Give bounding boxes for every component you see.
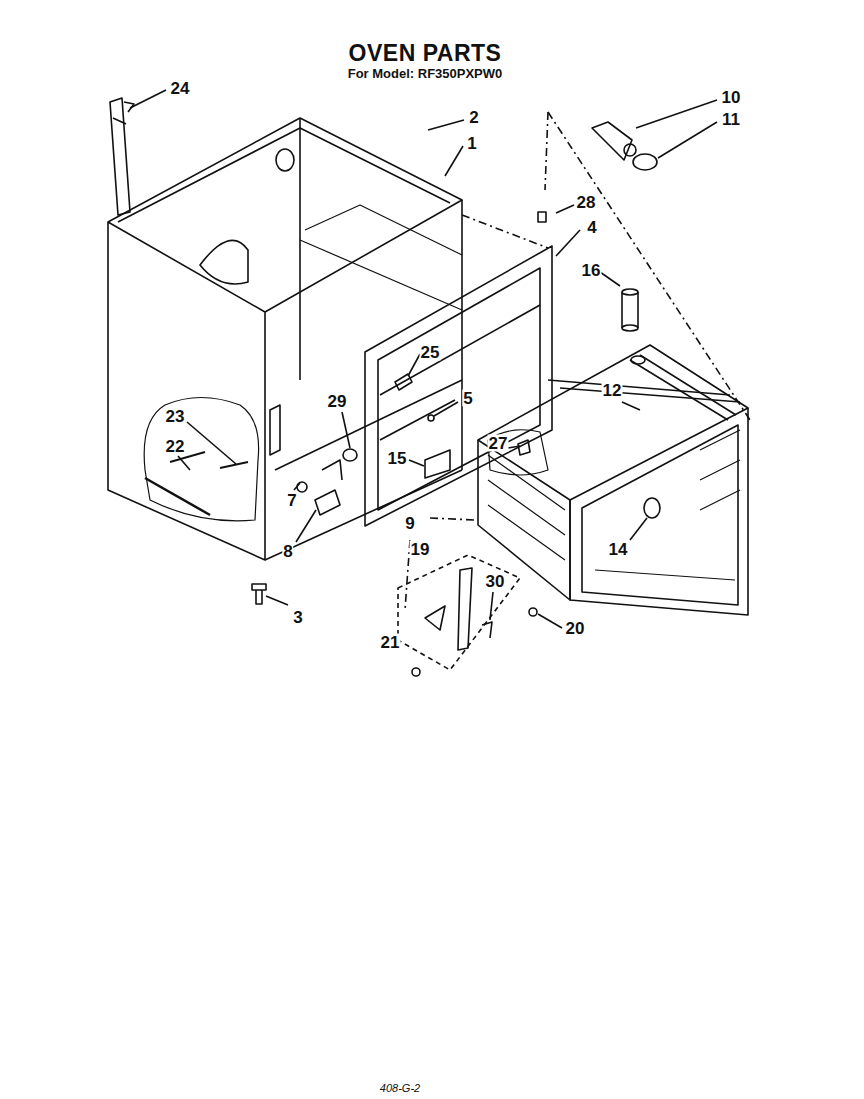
callout-number: 8 bbox=[282, 543, 293, 560]
model-subtitle: For Model: RF350PXPW0 bbox=[347, 67, 504, 80]
callout-number: 20 bbox=[565, 620, 586, 637]
callout-number: 12 bbox=[602, 382, 623, 399]
callout-number: 24 bbox=[170, 80, 191, 97]
callout-number: 11 bbox=[721, 111, 741, 128]
callout-number: 7 bbox=[286, 492, 297, 509]
callout-number: 29 bbox=[327, 393, 348, 410]
callout-number: 5 bbox=[462, 390, 473, 407]
drawing-code: 408-G-2 bbox=[379, 1083, 421, 1094]
callout-number: 14 bbox=[608, 541, 629, 558]
callout-number: 23 bbox=[165, 408, 186, 425]
callout-number: 10 bbox=[721, 89, 742, 106]
callout-number: 15 bbox=[387, 450, 408, 467]
callout-number: 27 bbox=[488, 435, 509, 452]
callout-number: 16 bbox=[581, 262, 602, 279]
callout-number: 2 bbox=[468, 109, 479, 126]
callout-number: 25 bbox=[420, 344, 441, 361]
diagram-title: OVEN PARTS bbox=[349, 40, 502, 67]
callout-number: 22 bbox=[165, 438, 186, 455]
callout-number: 28 bbox=[576, 194, 597, 211]
callout-number: 3 bbox=[292, 609, 303, 626]
callout-number: 19 bbox=[410, 541, 431, 558]
callout-number: 4 bbox=[586, 219, 597, 236]
callout-number: 9 bbox=[404, 515, 415, 532]
callout-number: 21 bbox=[380, 634, 401, 651]
callout-number: 1 bbox=[466, 135, 477, 152]
callout-number: 30 bbox=[485, 573, 506, 590]
